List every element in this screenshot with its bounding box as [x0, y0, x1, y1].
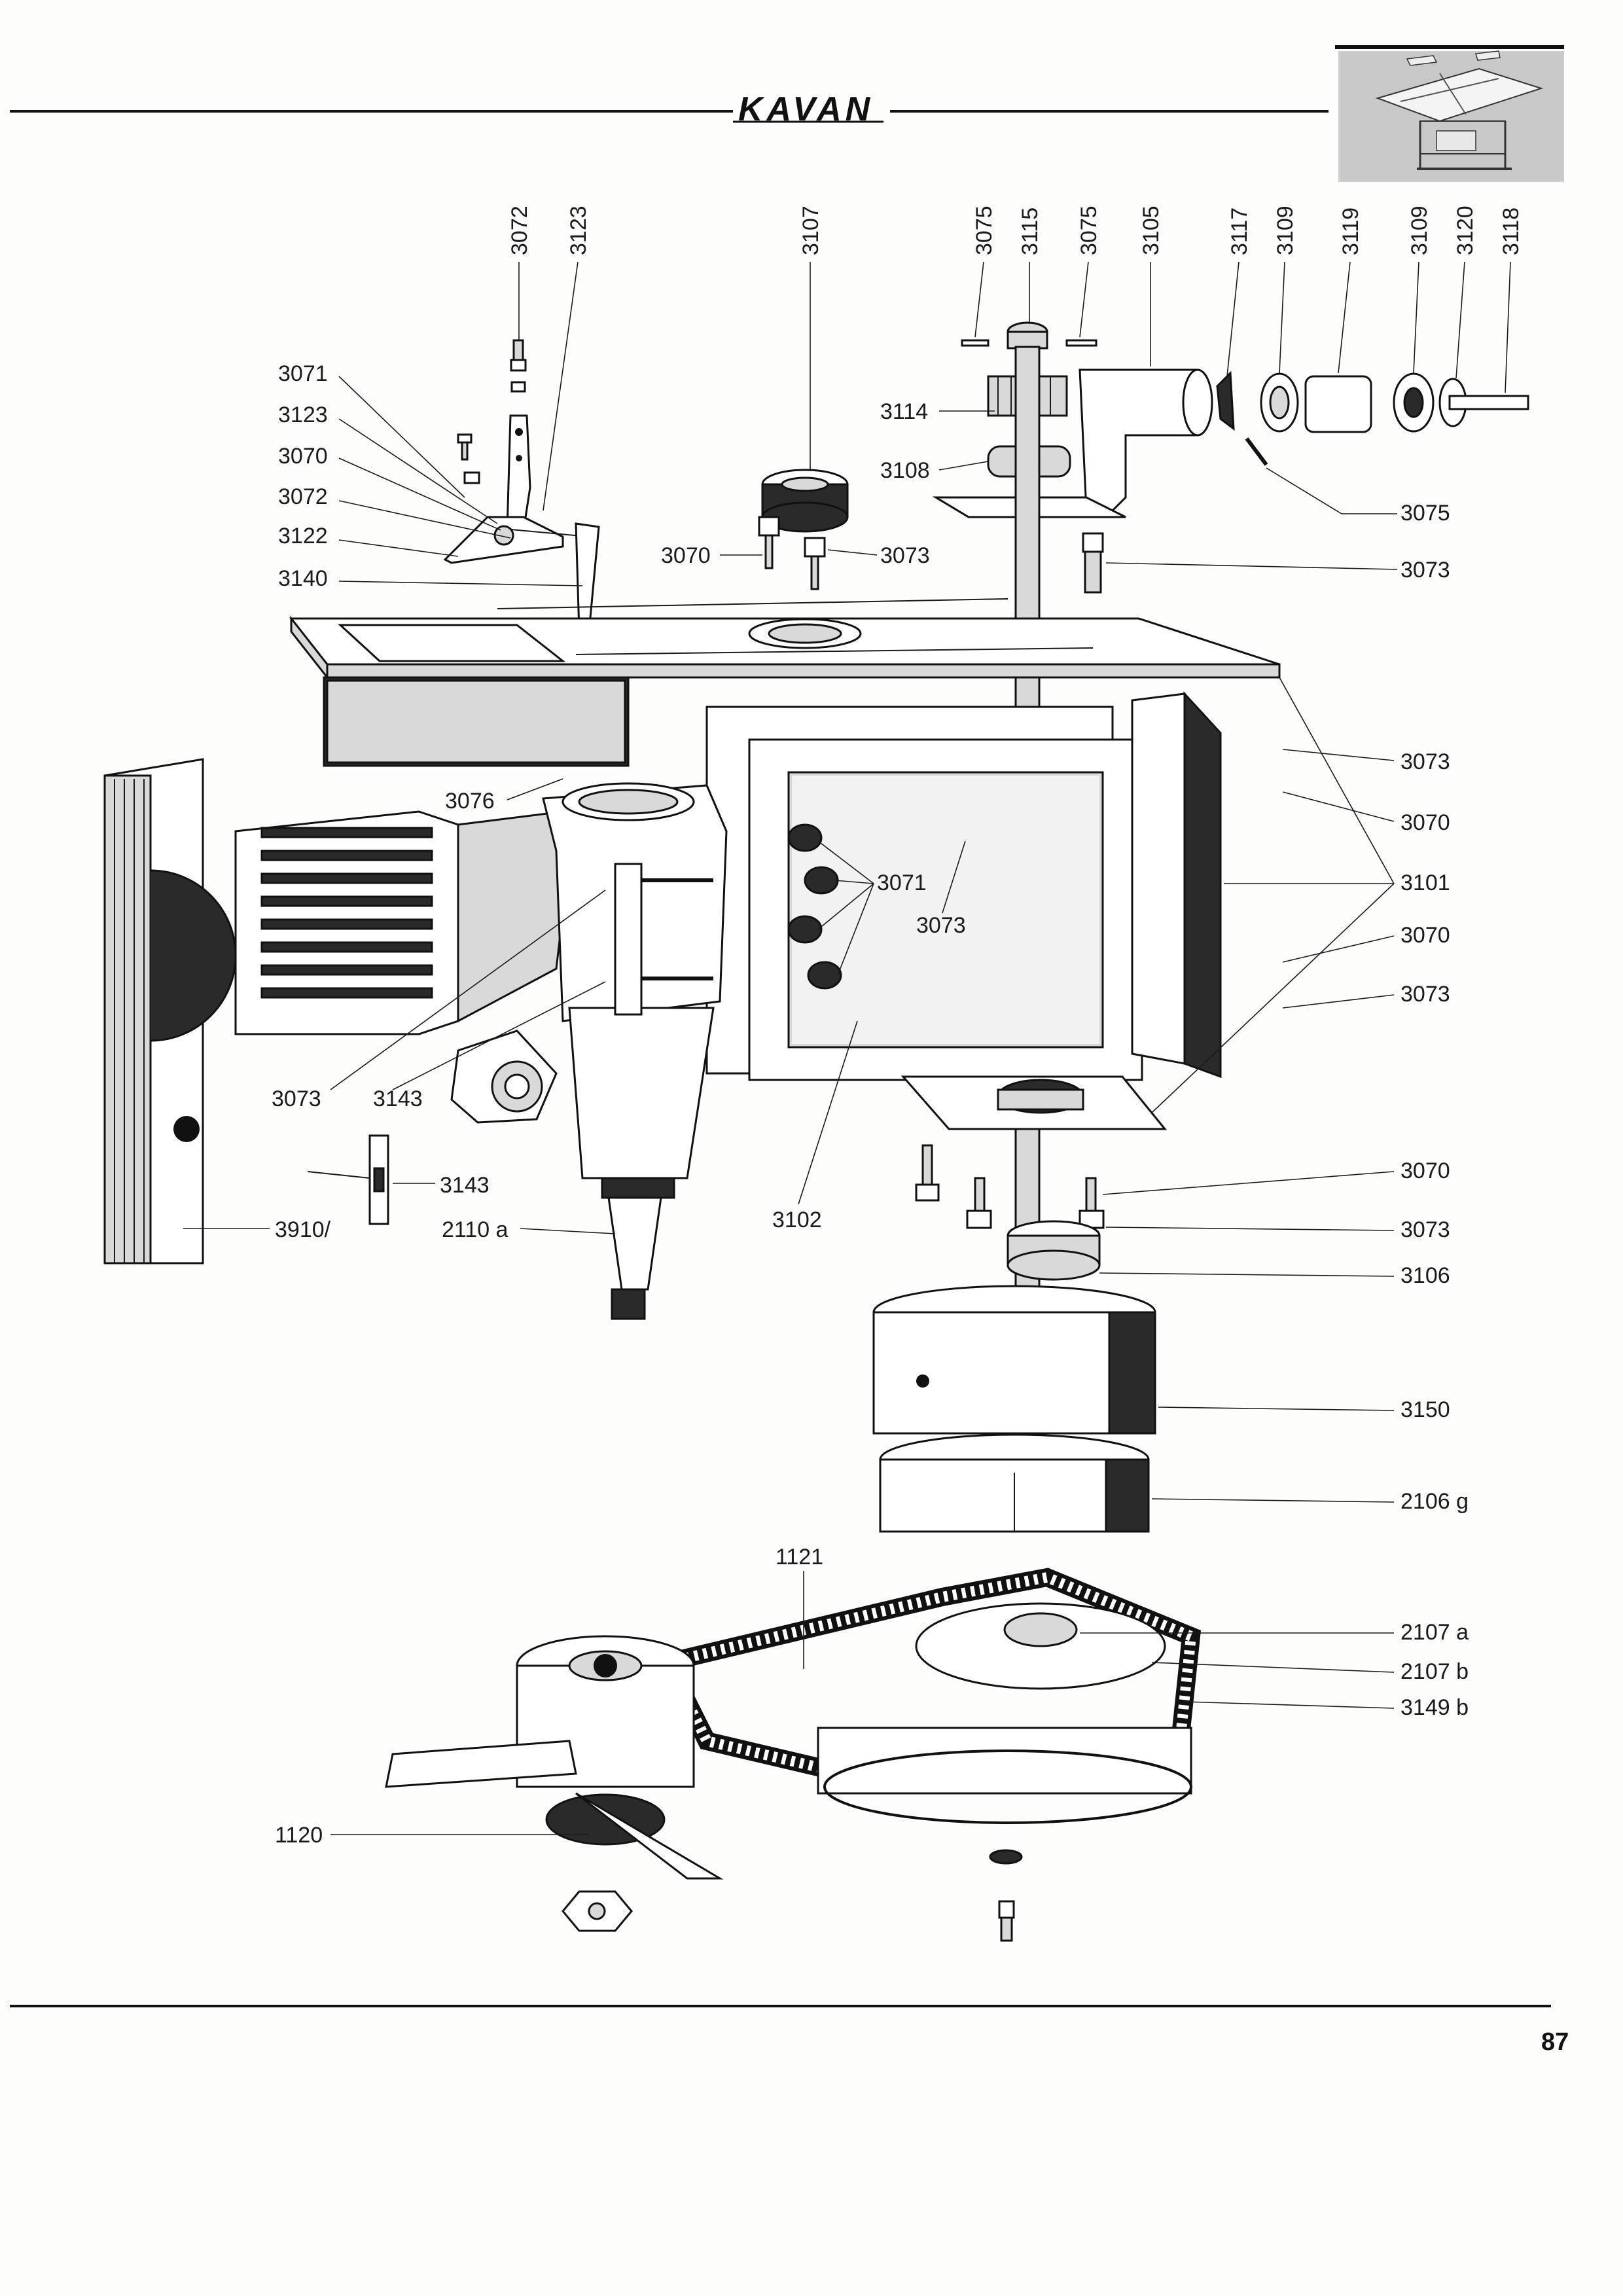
label-3070-left: 3070 — [278, 444, 328, 469]
label-3108: 3108 — [880, 458, 930, 483]
screw-set-mid — [758, 516, 1104, 594]
label-3143-engine: 3143 — [373, 1086, 423, 1111]
label-3140: 3140 — [278, 566, 328, 591]
label-2107b: 2107 b — [1400, 1659, 1469, 1684]
label-3122: 3122 — [278, 524, 328, 548]
label-3073-right-1: 3073 — [1400, 558, 1450, 583]
label-1121: 1121 — [776, 1545, 823, 1570]
label-3150: 3150 — [1400, 1397, 1450, 1422]
leaders-vertical — [518, 261, 1511, 511]
label-3123-top: 3123 — [566, 206, 591, 255]
callouts-center-top: 3114 3108 3070 3073 — [661, 399, 995, 568]
label-3117: 3117 — [1227, 207, 1252, 255]
callouts-vertical: 3072 3123 3107 3075 3115 3075 3105 3117 … — [507, 206, 1524, 255]
model-thumbnail — [1335, 45, 1564, 182]
engine — [234, 782, 728, 1320]
label-3075-b: 3075 — [1077, 206, 1101, 255]
label-3910: 3910/ — [275, 1217, 331, 1242]
label-3119: 3119 — [1338, 207, 1363, 255]
label-3075-right: 3075 — [1400, 501, 1450, 526]
bottom-hardware — [562, 1849, 1023, 1942]
label-3105: 3105 — [1139, 206, 1164, 255]
label-3072-left: 3072 — [278, 484, 328, 509]
label-3073-right-4: 3073 — [1400, 1217, 1450, 1242]
label-3071-left: 3071 — [278, 361, 328, 386]
callouts-right-mid: 3073 3070 3101 3070 3073 — [1151, 677, 1450, 1113]
bearing-3107 — [761, 469, 849, 533]
label-3101: 3101 — [1400, 870, 1450, 895]
label-3070-mid: 3070 — [661, 543, 711, 568]
label-3143-clip: 3143 — [440, 1173, 490, 1198]
callouts-right-lower: 3070 3073 3106 3150 2106 g — [1099, 1158, 1469, 1514]
label-3073-right-2: 3073 — [1400, 749, 1450, 774]
belt-drive — [385, 1568, 1202, 1880]
screw-set-lower — [915, 1144, 1105, 1281]
label-3073-center: 3073 — [916, 913, 966, 938]
label-3115: 3115 — [1018, 207, 1043, 255]
label-2110a: 2110 a — [442, 1217, 508, 1242]
label-3075-a: 3075 — [972, 206, 997, 255]
label-3149b: 3149 b — [1400, 1695, 1469, 1720]
label-3073-mid: 3073 — [880, 543, 930, 568]
label-3073-right-3: 3073 — [1400, 982, 1450, 1007]
label-3070-right-2: 3070 — [1400, 810, 1450, 835]
brand-logo: KAVAN — [733, 90, 890, 128]
clutch-shoe — [879, 1433, 1150, 1533]
callout-3076: 3076 — [445, 778, 563, 814]
brand-logo-text: KAVAN — [738, 90, 874, 128]
label-3106: 3106 — [1400, 1263, 1450, 1288]
label-3118: 3118 — [1499, 207, 1524, 255]
lower-plate — [901, 1075, 1168, 1130]
cooling-shroud — [103, 758, 237, 1265]
label-3109-b: 3109 — [1407, 206, 1432, 255]
label-3071-center: 3071 — [877, 870, 927, 895]
glow-plug-clip — [307, 1134, 389, 1225]
callouts-frame: 3071 3073 — [817, 840, 966, 976]
top-plate — [289, 598, 1281, 767]
bevel-gear-assembly — [932, 321, 1529, 518]
callouts-bottom: 1121 2107 a 2107 b 3149 b 1120 — [275, 1545, 1469, 1848]
label-2106g: 2106 g — [1400, 1489, 1469, 1514]
label-3120: 3120 — [1453, 206, 1478, 255]
label-3072-top: 3072 — [507, 206, 532, 255]
label-3076: 3076 — [445, 789, 495, 814]
callouts-engine: 3073 3143 3143 3910/ 2110 a 3102 — [183, 889, 858, 1242]
callouts-right-top: 3075 3073 — [1105, 467, 1450, 583]
label-2107a: 2107 a — [1400, 1620, 1469, 1645]
label-3070-right-4: 3070 — [1400, 1158, 1450, 1183]
page-number: 87 — [1541, 2028, 1569, 2056]
callouts-left: 3071 3123 3070 3072 3122 3140 — [278, 361, 583, 591]
servo-linkage — [443, 339, 600, 633]
label-3123-left: 3123 — [278, 403, 328, 427]
label-3073-engine: 3073 — [272, 1086, 321, 1111]
clutch-drum — [872, 1285, 1156, 1435]
label-3109-a: 3109 — [1273, 206, 1298, 255]
label-3114: 3114 — [880, 399, 928, 424]
label-3107-top: 3107 — [798, 206, 823, 255]
label-3070-right-3: 3070 — [1400, 923, 1450, 948]
engine-mount-frame — [705, 691, 1222, 1081]
cylinder-fins — [260, 827, 433, 999]
label-1120: 1120 — [275, 1823, 323, 1848]
label-3102: 3102 — [772, 1208, 822, 1232]
